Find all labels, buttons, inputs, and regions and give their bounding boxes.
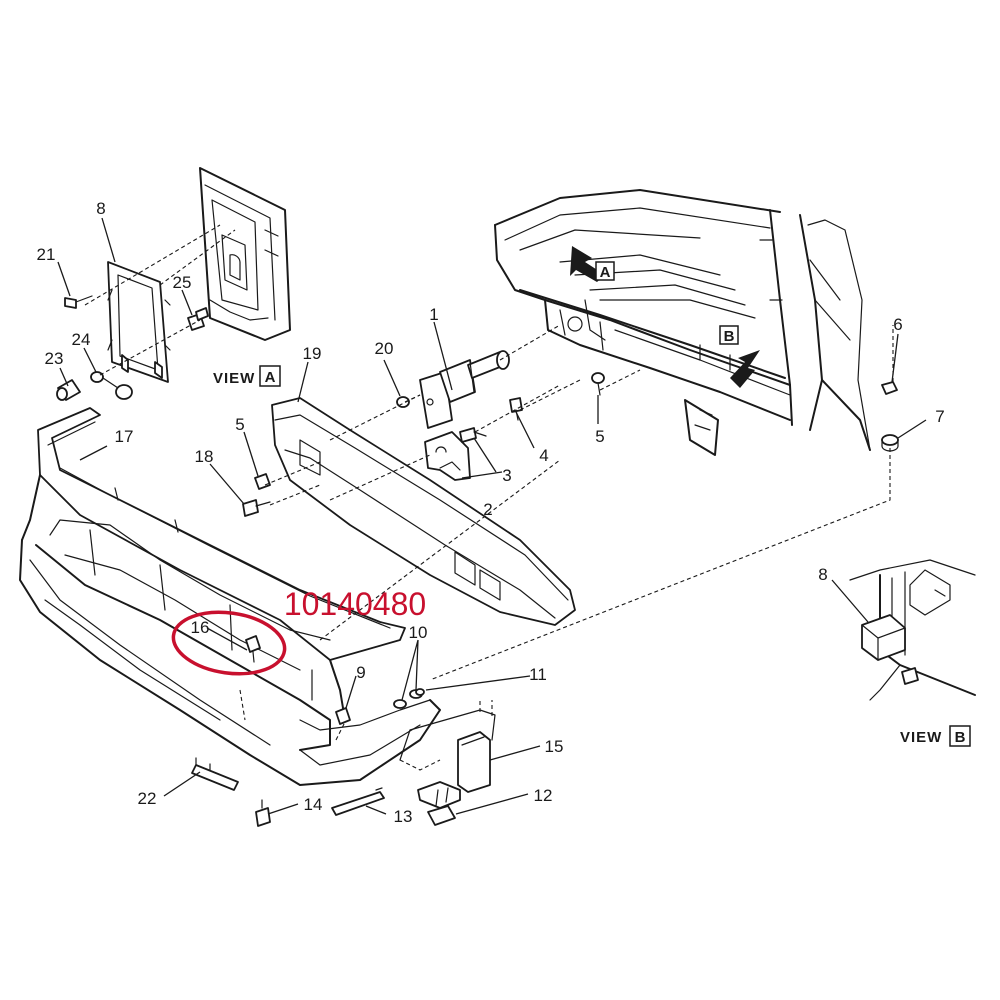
callout-2: 2 [483, 500, 492, 519]
part-5-nut-right [591, 372, 605, 396]
view-b-prefix: VIEW [900, 729, 942, 746]
dashed-connectors [84, 224, 894, 741]
callout-22: 22 [138, 789, 157, 808]
vehicle-rear-body [494, 189, 871, 456]
part-24-clip [90, 371, 133, 400]
callout-5-right: 5 [595, 427, 604, 446]
view-a-label: VIEW A [213, 365, 281, 387]
part-22-strip [191, 757, 239, 791]
part-21-screw [64, 295, 93, 309]
callout-8: 8 [96, 199, 105, 218]
callout-14: 14 [304, 795, 323, 814]
callout-24: 24 [72, 330, 91, 349]
view-b-marker-label: B [724, 328, 735, 345]
part-11-nut [415, 688, 425, 696]
callout-3: 3 [502, 466, 511, 485]
callout-16: 16 [191, 618, 210, 637]
part-18-bolt [242, 499, 271, 517]
callout-21: 21 [37, 245, 56, 264]
callout-5-left: 5 [235, 415, 244, 434]
view-b-arrow: B [719, 325, 760, 388]
callout-4: 4 [539, 446, 548, 465]
callout-23: 23 [45, 349, 64, 368]
part-6-nut [881, 381, 898, 395]
callout-10: 10 [409, 623, 428, 642]
part-12-bracket [417, 781, 461, 826]
callout-numbers: 8 21 25 24 23 1 20 19 5 18 17 3 2 4 5 6 … [37, 199, 945, 826]
bumper-mount-bracket [399, 700, 496, 771]
callout-17: 17 [115, 427, 134, 446]
part-7-spacer [881, 434, 899, 452]
callout-11: 11 [529, 665, 547, 684]
part-23-bushing [56, 379, 81, 401]
part-2-bracket [424, 431, 471, 481]
part-15-bracket [457, 731, 491, 793]
callout-7: 7 [935, 407, 944, 426]
part-8-bracket [107, 261, 171, 383]
part-14-retainer [255, 799, 271, 827]
view-a-prefix: VIEW [213, 370, 255, 387]
view-b-letter: B [955, 729, 966, 746]
view-a-inset [199, 167, 291, 341]
callout-18: 18 [195, 447, 214, 466]
callout-19: 19 [303, 344, 322, 363]
callout-6: 6 [893, 315, 902, 334]
part-3-bolt [459, 427, 487, 443]
highlight-circle [171, 610, 287, 676]
part-4-fastener [509, 397, 523, 421]
callout-25: 25 [173, 273, 192, 292]
part-16-fastener [245, 635, 261, 663]
callout-12: 12 [534, 786, 553, 805]
highlighted-part-number: 10140480 [284, 586, 426, 622]
view-a-marker-label: A [600, 264, 611, 281]
view-b-inset [849, 559, 976, 701]
part-17-bumper-fascia [19, 407, 441, 786]
part-19-impact-bar [271, 397, 576, 626]
callout-leaders [57, 217, 927, 815]
callout-1: 1 [429, 305, 438, 324]
callout-20: 20 [375, 339, 394, 358]
callout-9: 9 [356, 663, 365, 682]
part-13-strip [331, 787, 385, 816]
part-25-stud [187, 307, 209, 331]
part-9-clip [335, 707, 351, 725]
callout-13: 13 [394, 807, 413, 826]
callout-15: 15 [545, 737, 564, 756]
view-b-label: VIEW B [900, 725, 971, 747]
part-5-nut-left [254, 473, 271, 490]
part-1-absorber [419, 350, 510, 429]
view-a-arrow: A [570, 246, 615, 282]
view-a-letter: A [265, 369, 276, 386]
callout-8-view-b: 8 [818, 565, 827, 584]
